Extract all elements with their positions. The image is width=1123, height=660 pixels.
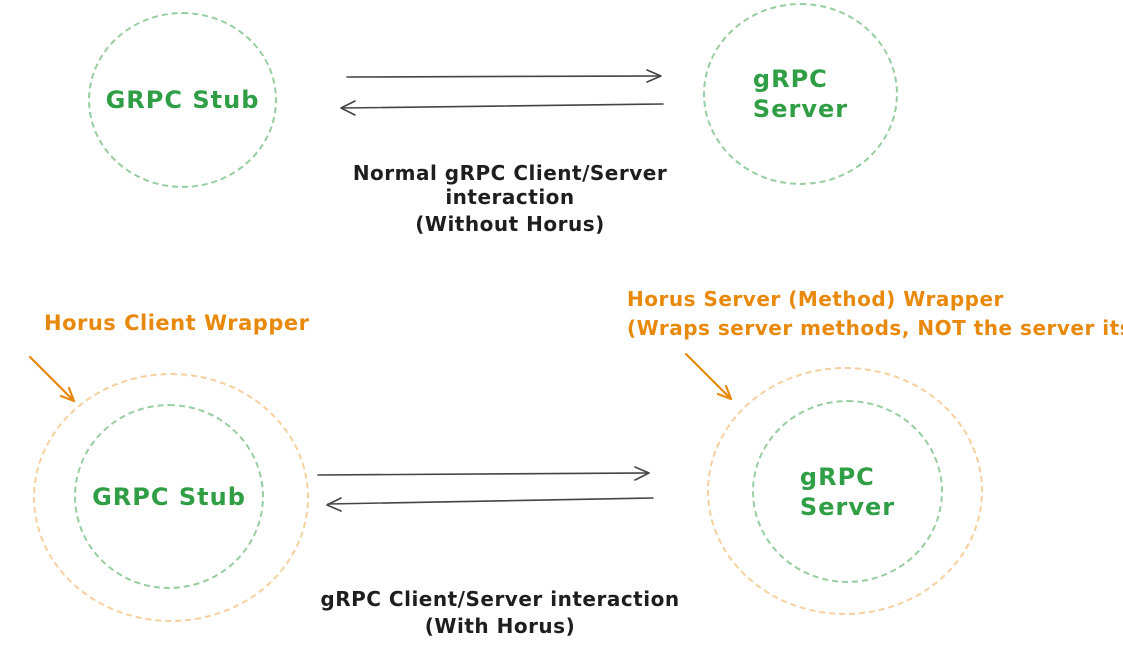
grpc-stub-label-top: GRPC Stub bbox=[105, 86, 260, 114]
horus-server-wrapper-label-line2: (Wraps server methods, NOT the server it… bbox=[627, 316, 1123, 340]
grpc-stub-label-bottom: GRPC Stub bbox=[92, 482, 246, 511]
bottom-caption-line2: (With Horus) bbox=[424, 614, 576, 638]
horus-server-wrapper-label: Horus Server (Method) Wrapper (Wraps ser… bbox=[627, 285, 1123, 343]
grpc-stub-circle-top: GRPC Stub bbox=[88, 12, 277, 188]
grpc-server-circle-bottom: gRPC Server bbox=[752, 400, 943, 583]
bottom-caption: gRPC Client/Server interaction (With Hor… bbox=[290, 587, 710, 638]
top-caption: Normal gRPC Client/Server interaction (W… bbox=[300, 161, 720, 236]
top-caption-line1: Normal gRPC Client/Server interaction bbox=[352, 161, 668, 209]
grpc-server-circle-top: gRPC Server bbox=[703, 3, 898, 185]
grpc-server-label-bottom: gRPC Server bbox=[799, 462, 896, 521]
response-arrow-top-icon bbox=[340, 100, 664, 116]
grpc-server-label-top: gRPC Server bbox=[752, 65, 849, 123]
horus-server-wrapper-label-line1: Horus Server (Method) Wrapper bbox=[627, 287, 1004, 311]
client-wrapper-pointer-arrow-icon bbox=[28, 355, 76, 403]
horus-client-wrapper-label: Horus Client Wrapper bbox=[44, 311, 310, 335]
response-arrow-bottom-icon bbox=[326, 497, 654, 512]
request-arrow-top-icon bbox=[346, 69, 662, 83]
server-wrapper-pointer-arrow-icon bbox=[684, 352, 733, 401]
horus-client-wrapper-circle bbox=[33, 373, 309, 622]
bottom-caption-line1: gRPC Client/Server interaction bbox=[320, 587, 680, 611]
top-caption-line2: (Without Horus) bbox=[415, 212, 605, 236]
horus-server-wrapper-circle bbox=[707, 367, 983, 615]
request-arrow-bottom-icon bbox=[317, 466, 650, 481]
grpc-stub-circle-bottom: GRPC Stub bbox=[74, 404, 264, 589]
